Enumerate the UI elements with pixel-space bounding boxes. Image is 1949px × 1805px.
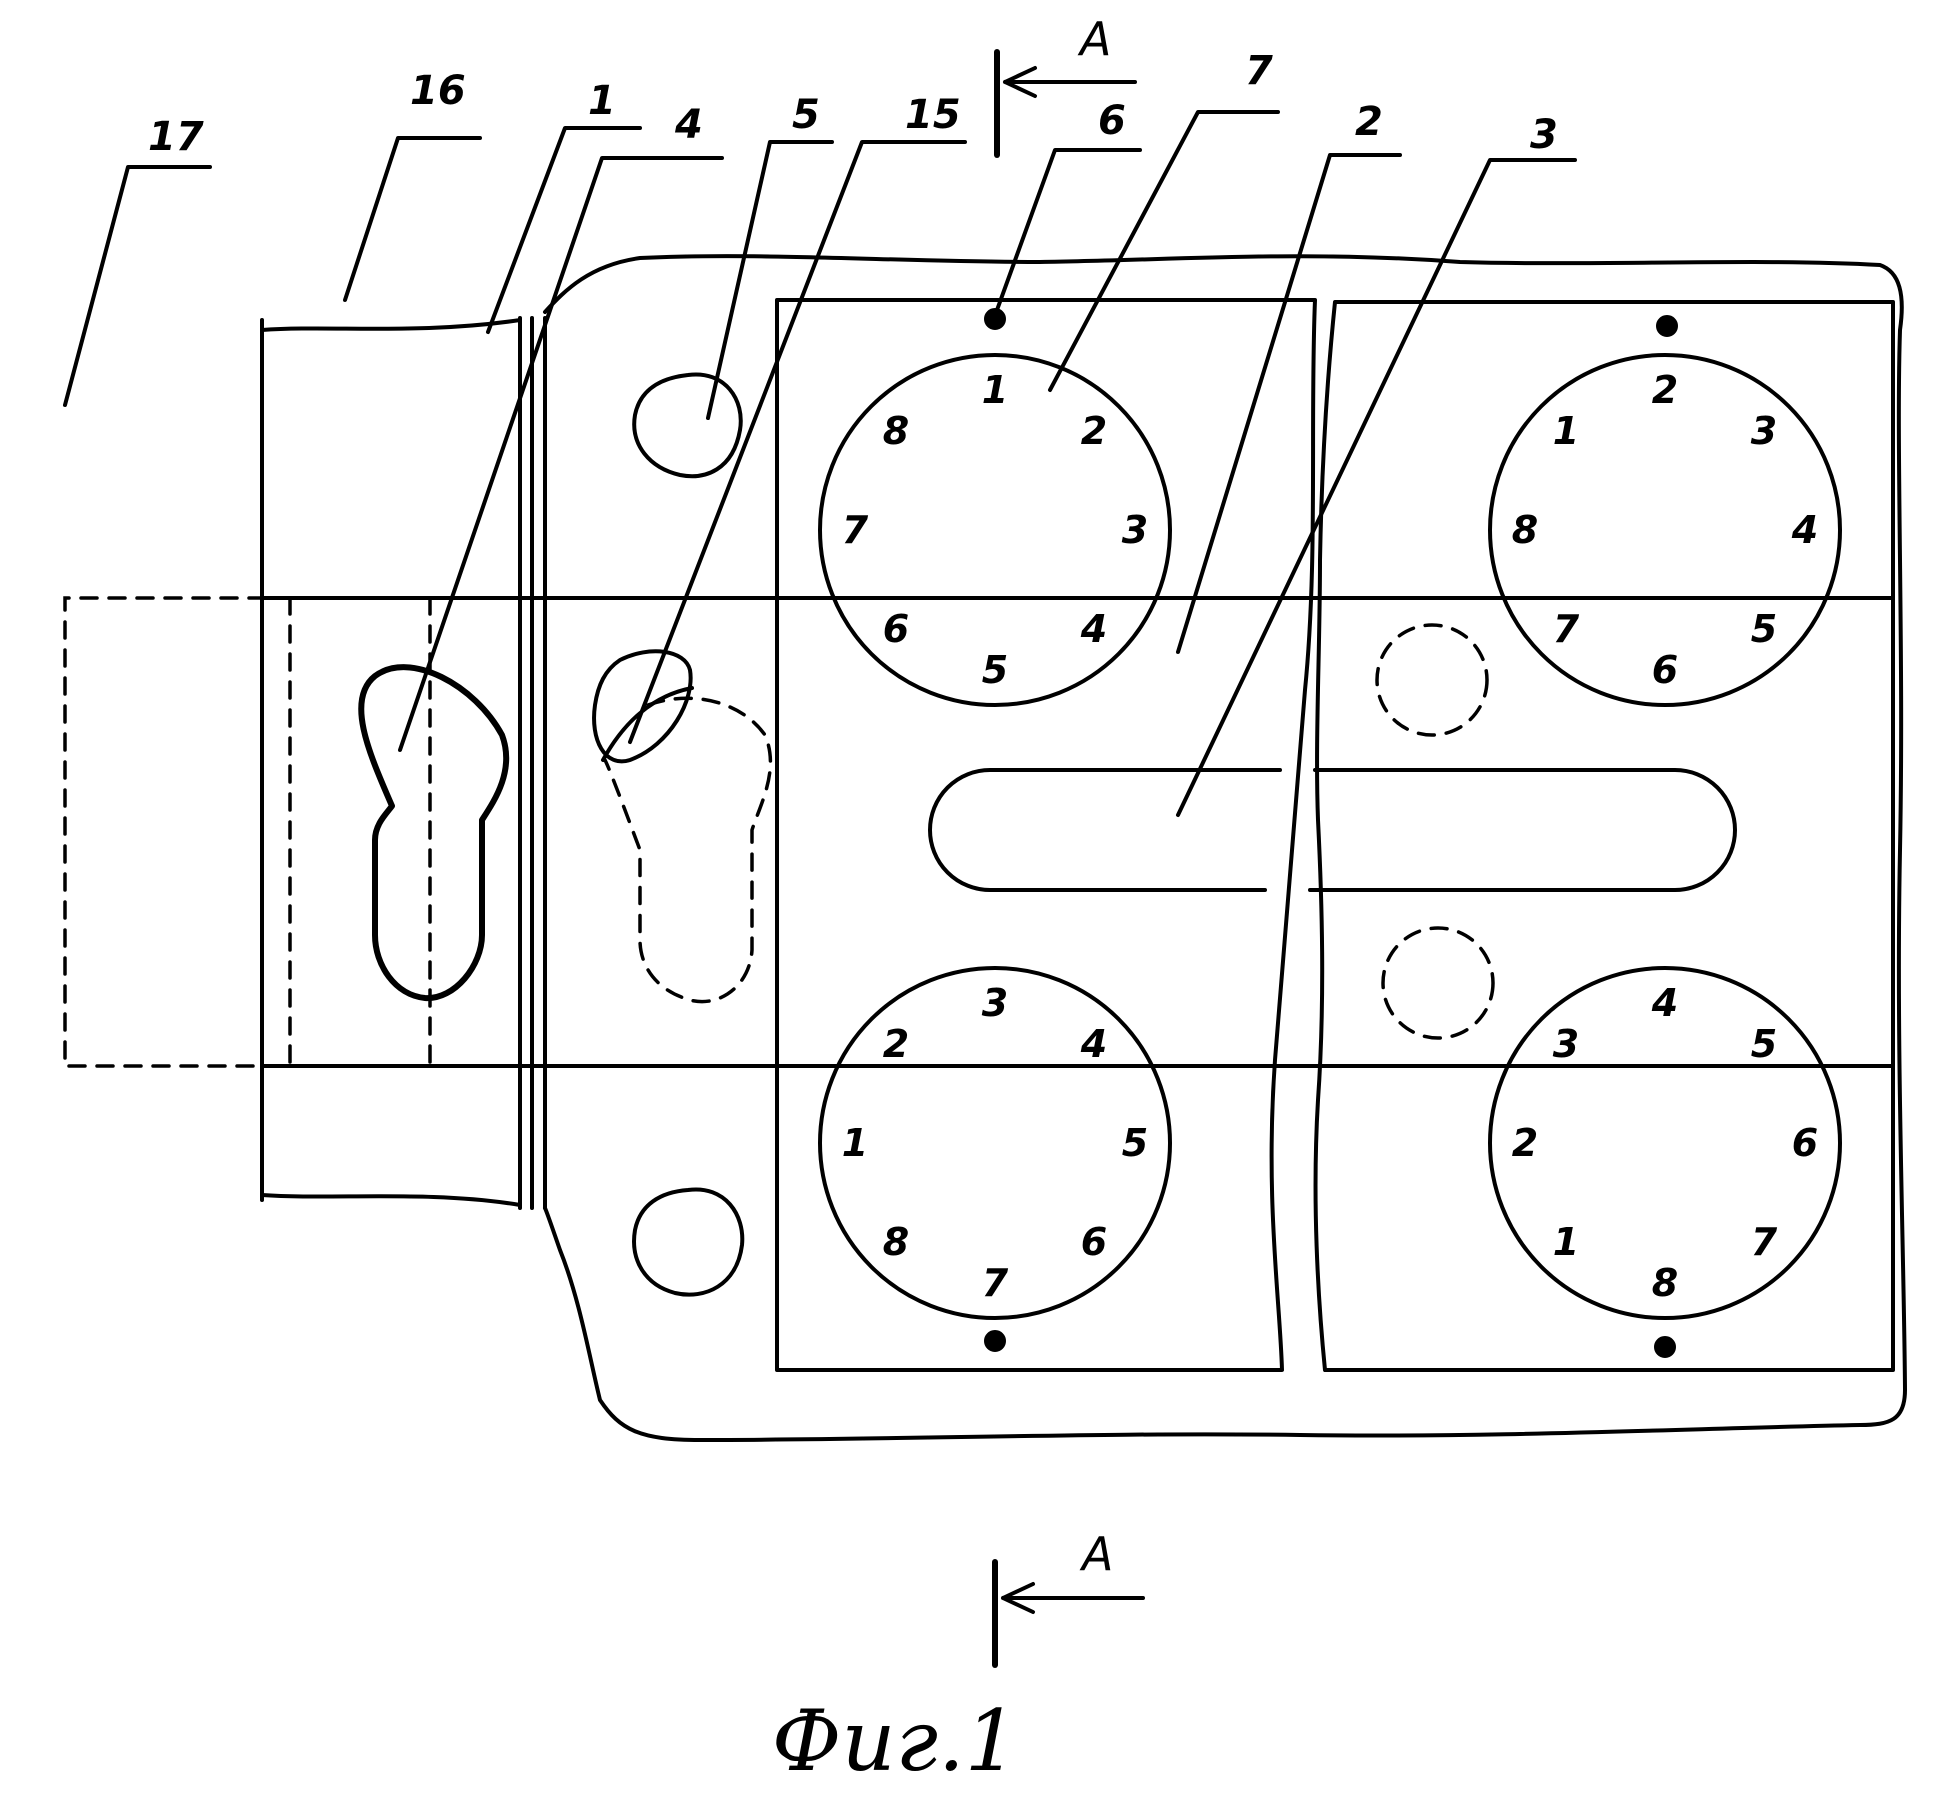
dial-digit: 4: [1651, 981, 1678, 1025]
dial-digit: 4: [1791, 508, 1818, 552]
dial-digit: 5: [1751, 607, 1777, 651]
keyhole-4: [361, 667, 506, 998]
dial-digit: 2: [883, 1022, 909, 1066]
hidden-hole-top-right: [1377, 625, 1487, 735]
callout-17: 17: [148, 114, 204, 160]
marker-dot: [1656, 1338, 1674, 1356]
plate-1: [777, 300, 1315, 1370]
dial-digit: 3: [982, 981, 1008, 1025]
figure-caption: Фиг.1: [772, 1692, 1018, 1790]
dial-digit: 2: [1512, 1121, 1538, 1165]
dial-digit: 7: [1751, 1220, 1778, 1264]
dial-digit: 3: [1553, 1022, 1579, 1066]
leader-6: [997, 150, 1140, 310]
dial-digit: 8: [883, 409, 909, 453]
dial-digit: 5: [982, 648, 1008, 692]
hidden-hole-bottom-right: [1383, 928, 1493, 1038]
callout-4: 4: [674, 102, 703, 148]
dial-digit: 2: [1081, 409, 1107, 453]
callout-15: 15: [905, 92, 961, 138]
hole-5-top: [634, 374, 741, 476]
marker-dot: [1658, 317, 1676, 335]
callout-6: 6: [1098, 98, 1126, 144]
plate-2: [1316, 302, 1893, 1370]
dial-digit: 1: [1553, 409, 1579, 453]
marker-dot: [986, 310, 1004, 328]
leader-4: [400, 158, 722, 750]
dial-digit: 5: [1751, 1022, 1777, 1066]
slot-3-right: [1310, 770, 1735, 890]
dial-digit: 7: [1553, 607, 1580, 651]
slot-3-left: [930, 770, 1280, 890]
housing-17: [262, 318, 520, 1208]
dial-digit: 1: [982, 368, 1008, 412]
collar: [532, 318, 545, 1208]
callout-7: 7: [1245, 48, 1273, 94]
dial-digit: 8: [883, 1220, 909, 1264]
dial-digit: 2: [1652, 368, 1678, 412]
dial-digit: 1: [1553, 1220, 1579, 1264]
dial-digit: 8: [1652, 1261, 1678, 1305]
callout-3: 3: [1530, 112, 1558, 158]
dial-digit: 7: [842, 508, 869, 552]
callout-5: 5: [792, 92, 820, 138]
hole-bottom-left: [634, 1189, 742, 1294]
section-arrow-top: [1005, 68, 1135, 96]
dial-digit: 6: [1792, 1121, 1818, 1165]
dial-digit: 1: [842, 1121, 868, 1165]
dial-digit: 6: [883, 607, 909, 651]
dial-digit: 4: [1080, 607, 1107, 651]
hidden-bore-outline: [65, 598, 545, 1066]
dial-digit: 8: [1512, 508, 1538, 552]
callout-16: 16: [410, 68, 466, 114]
marker-dot: [986, 1332, 1004, 1350]
leader-7: [1050, 112, 1278, 390]
section-arrow-bottom: [1003, 1584, 1143, 1612]
dial-digit: 6: [1081, 1220, 1107, 1264]
leader-16: [345, 138, 480, 300]
section-label-bottom: A: [1079, 1527, 1113, 1581]
dial-digit: 3: [1122, 508, 1148, 552]
leader-15: [630, 142, 965, 742]
section-label-top: A: [1077, 12, 1111, 66]
dial-digit: 5: [1122, 1121, 1148, 1165]
callout-2: 2: [1355, 99, 1383, 145]
dial-digit: 3: [1751, 409, 1777, 453]
dial-digit: 7: [982, 1261, 1009, 1305]
dial-digit: 4: [1080, 1022, 1107, 1066]
callout-1: 1: [588, 78, 616, 124]
dial-digit: 6: [1652, 648, 1678, 692]
leader-17: [65, 167, 210, 405]
